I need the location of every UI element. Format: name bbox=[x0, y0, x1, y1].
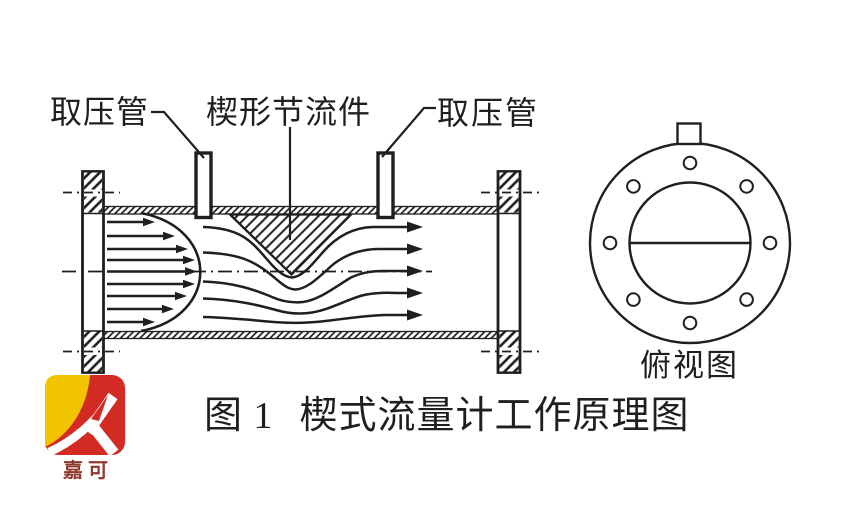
streamlines bbox=[202, 221, 423, 325]
label-wedge-element: 楔形节流件 bbox=[206, 94, 371, 130]
bolt-holes bbox=[602, 155, 778, 331]
brand-name: 嘉可 bbox=[62, 458, 113, 482]
pressure-tap-tube-right bbox=[376, 151, 395, 220]
leader-lines bbox=[151, 106, 436, 240]
pipe-wall-bottom bbox=[102, 330, 500, 340]
label-pressure-tap-left: 取压管 bbox=[50, 94, 149, 130]
leader-pressure-tap-left bbox=[151, 110, 205, 159]
figure-number: 图 1 bbox=[204, 395, 274, 437]
jiake-k-logo-icon bbox=[45, 375, 125, 457]
side-view: 取压管 楔形节流件 取压管 bbox=[50, 94, 539, 374]
figure-title: 楔式流量计工作原理图 bbox=[300, 395, 690, 437]
pipe-wall-top bbox=[102, 205, 500, 215]
figure-caption: 图 1 楔式流量计工作原理图 bbox=[204, 395, 690, 437]
alignment-tab bbox=[676, 122, 702, 146]
top-view: 俯视图 bbox=[588, 122, 792, 383]
bolt-centerlines bbox=[63, 191, 539, 353]
jiake-logo: 嘉可 bbox=[45, 375, 125, 482]
label-top-view: 俯视图 bbox=[640, 348, 739, 383]
pressure-tap-tube-left bbox=[194, 151, 213, 220]
right-flange bbox=[496, 170, 522, 374]
velocity-profile bbox=[107, 211, 202, 333]
leader-pressure-tap-right bbox=[381, 106, 436, 158]
label-pressure-tap-right: 取压管 bbox=[437, 95, 539, 131]
